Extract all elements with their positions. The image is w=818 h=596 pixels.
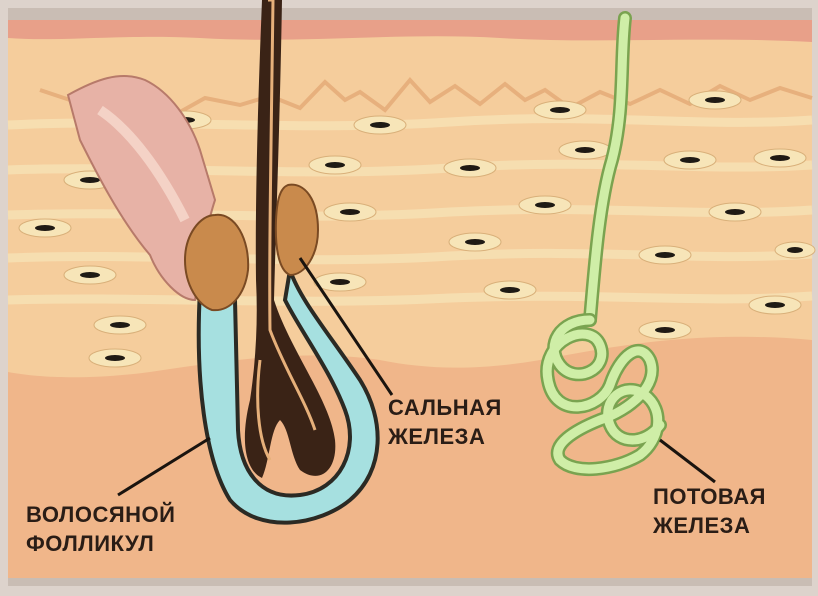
- sebaceous-gland-label-line2: ЖЕЛЕЗА: [388, 422, 502, 451]
- hair-follicle-label-line2: ФОЛЛИКУЛ: [26, 529, 175, 558]
- sebaceous-gland-label: САЛЬНАЯ ЖЕЛЕЗА: [388, 393, 502, 451]
- hair-follicle-label: ВОЛОСЯНОЙ ФОЛЛИКУЛ: [26, 500, 175, 558]
- sebaceous-gland-label-line1: САЛЬНАЯ: [388, 393, 502, 422]
- sebaceous-gland-left: [185, 215, 248, 310]
- hair-follicle-label-line1: ВОЛОСЯНОЙ: [26, 500, 175, 529]
- sweat-gland-label: ПОТОВАЯ ЖЕЛЕЗА: [653, 482, 766, 540]
- sweat-gland-label-line2: ЖЕЛЕЗА: [653, 511, 766, 540]
- sweat-gland-label-line1: ПОТОВАЯ: [653, 482, 766, 511]
